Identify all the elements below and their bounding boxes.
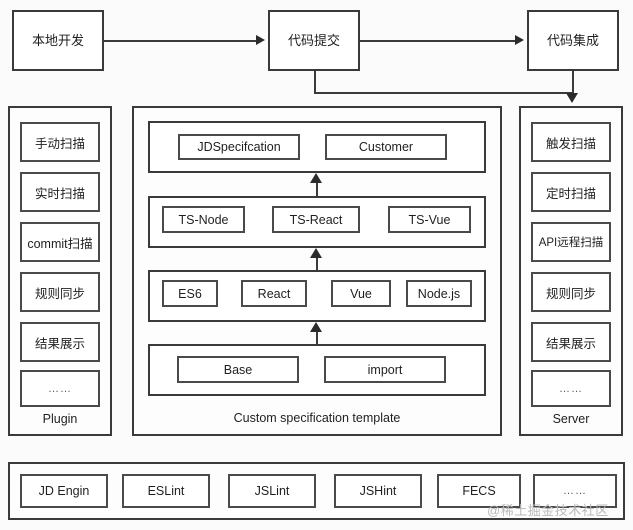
template-item-base[interactable]: Base	[177, 356, 299, 383]
template-arrow-ts-to-spec-line	[316, 180, 318, 196]
template-item-nodejs-label: Node.js	[417, 286, 461, 301]
flow-node-local-dev[interactable]: 本地开发	[12, 10, 104, 71]
plugin-item-manual-scan-label: 手动扫描	[34, 136, 85, 151]
server-item-trigger-scan-label: 触发扫描	[545, 136, 596, 151]
flow-node-code-integration-label: 代码集成	[546, 32, 599, 48]
plugin-item-manual-scan[interactable]: 手动扫描	[20, 122, 100, 162]
server-item-scheduled-scan-label: 定时扫描	[545, 186, 596, 201]
template-item-jdspecification-label: JDSpecifcation	[197, 140, 281, 154]
server-item-scheduled-scan[interactable]: 定时扫描	[531, 172, 611, 212]
edge-commit-to-integration-arrow	[515, 35, 524, 45]
template-item-ts-react[interactable]: TS-React	[272, 206, 360, 233]
template-item-jdspecification[interactable]: JDSpecifcation	[178, 134, 300, 160]
template-item-vue[interactable]: Vue	[331, 280, 391, 307]
edge-integration-to-server-arrow	[566, 93, 578, 103]
plugin-item-realtime-scan[interactable]: 实时扫描	[20, 172, 100, 212]
template-arrow-fw-to-ts-head	[310, 248, 322, 258]
template-arrow-base-to-fw-head	[310, 322, 322, 332]
template-panel-label: Custom specification template	[132, 411, 502, 425]
watermark-text: @稀土掘金技术社区	[487, 503, 609, 518]
template-item-ts-react-label: TS-React	[289, 212, 343, 227]
template-panel-label-text: Custom specification template	[233, 411, 401, 425]
template-item-base-label: Base	[223, 362, 253, 377]
server-item-more[interactable]: ……	[531, 370, 611, 407]
server-item-api-remote-scan[interactable]: API远程扫描	[531, 222, 611, 262]
flow-node-code-commit[interactable]: 代码提交	[268, 10, 360, 71]
flow-node-local-dev-label: 本地开发	[31, 32, 84, 48]
server-item-rule-sync[interactable]: 规则同步	[531, 272, 611, 312]
tools-item-jslint-label: JSLint	[254, 484, 290, 498]
tools-item-eslint[interactable]: ESLint	[122, 474, 210, 508]
server-panel-label-text: Server	[552, 412, 590, 426]
plugin-item-realtime-scan-label: 实时扫描	[34, 186, 85, 201]
edge-commit-to-server-vline	[314, 71, 316, 92]
server-panel-label: Server	[519, 412, 623, 426]
template-item-vue-label: Vue	[350, 286, 372, 301]
template-item-ts-node-label: TS-Node	[178, 212, 229, 227]
tools-item-jslint[interactable]: JSLint	[228, 474, 316, 508]
tools-item-eslint-label: ESLint	[147, 484, 185, 498]
flow-node-code-commit-label: 代码提交	[287, 32, 340, 48]
plugin-item-rule-sync[interactable]: 规则同步	[20, 272, 100, 312]
plugin-item-more[interactable]: ……	[20, 370, 100, 407]
template-item-react-label: React	[257, 286, 291, 301]
plugin-item-more-label: ……	[48, 382, 72, 395]
template-arrow-ts-to-spec-head	[310, 173, 322, 183]
template-arrow-fw-to-ts-line	[316, 255, 318, 271]
tools-item-jshint[interactable]: JSHint	[334, 474, 422, 508]
template-item-react[interactable]: React	[241, 280, 307, 307]
tools-item-fecs-label: FECS	[462, 484, 496, 498]
tools-item-jshint-label: JSHint	[359, 484, 397, 498]
template-item-ts-node[interactable]: TS-Node	[162, 206, 245, 233]
template-item-customer-label: Customer	[358, 140, 414, 154]
template-item-ts-vue[interactable]: TS-Vue	[388, 206, 471, 233]
server-item-more-label: ……	[559, 382, 583, 395]
template-item-import-label: import	[367, 362, 403, 377]
tools-item-jd-engin[interactable]: JD Engin	[20, 474, 108, 508]
tools-item-more-label: ……	[563, 485, 587, 497]
server-item-result-display-label: 结果展示	[545, 336, 596, 351]
template-item-nodejs[interactable]: Node.js	[406, 280, 472, 307]
tools-item-more[interactable]: ……	[533, 474, 617, 508]
template-item-customer[interactable]: Customer	[325, 134, 447, 160]
server-item-rule-sync-label: 规则同步	[545, 286, 596, 301]
plugin-item-result-display-label: 结果展示	[34, 336, 85, 351]
template-item-es6-label: ES6	[178, 286, 202, 301]
edge-localdev-to-commit-arrow	[256, 35, 265, 45]
watermark: @稀土掘金技术社区	[487, 500, 609, 519]
plugin-panel-label-text: Plugin	[42, 412, 78, 426]
plugin-item-commit-scan[interactable]: commit扫描	[20, 222, 100, 262]
tools-panel	[8, 462, 625, 520]
flow-node-code-integration[interactable]: 代码集成	[527, 10, 619, 71]
edge-commit-to-server-hline	[314, 92, 572, 94]
edge-integration-to-server-vline	[572, 71, 574, 95]
template-item-es6[interactable]: ES6	[162, 280, 218, 307]
template-arrow-base-to-fw-line	[316, 329, 318, 345]
server-item-api-remote-scan-label: API远程扫描	[538, 237, 604, 249]
plugin-item-commit-scan-label: commit扫描	[27, 236, 93, 251]
server-item-result-display[interactable]: 结果展示	[531, 322, 611, 362]
template-item-import[interactable]: import	[324, 356, 446, 383]
edge-localdev-to-commit-line	[104, 40, 256, 42]
tools-item-fecs[interactable]: FECS	[437, 474, 521, 508]
server-item-trigger-scan[interactable]: 触发扫描	[531, 122, 611, 162]
plugin-item-result-display[interactable]: 结果展示	[20, 322, 100, 362]
plugin-item-rule-sync-label: 规则同步	[34, 286, 85, 301]
edge-commit-to-integration-line	[360, 40, 515, 42]
template-item-ts-vue-label: TS-Vue	[408, 212, 451, 227]
tools-item-jd-engin-label: JD Engin	[38, 484, 90, 498]
plugin-panel-label: Plugin	[8, 412, 112, 426]
